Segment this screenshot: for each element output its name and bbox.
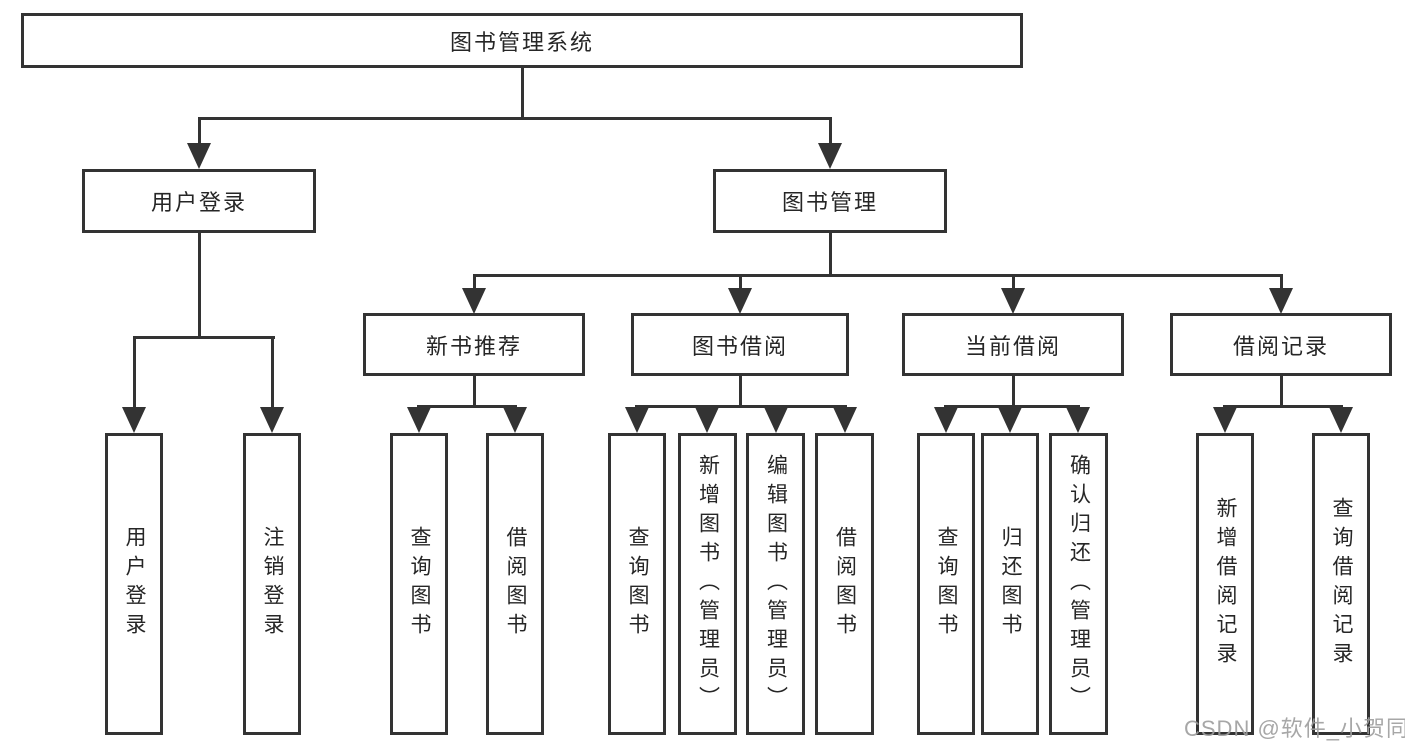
arrow-down-icon xyxy=(503,407,527,433)
connector-current-borrow-bar xyxy=(944,405,1080,408)
node-new-book-recommend: 新书推荐 xyxy=(363,313,585,376)
connector-book-management-stem xyxy=(829,233,832,275)
leaf-search-books: 查询图书 xyxy=(608,433,666,735)
node-user-login: 用户登录 xyxy=(82,169,316,233)
connector-book-borrow-bar xyxy=(635,405,847,408)
arrow-down-icon xyxy=(1213,407,1237,433)
leaf-search-borrow-record: 查询借阅记录 xyxy=(1312,433,1370,735)
arrow-down-icon xyxy=(934,407,958,433)
connector-root-bar xyxy=(198,117,832,120)
connector-user-login-bar xyxy=(133,336,275,339)
arrow-down-icon xyxy=(998,407,1022,433)
connector-root-stem xyxy=(521,68,524,120)
connector-current-borrow-stem xyxy=(1012,376,1015,408)
arrow-down-icon xyxy=(818,143,842,169)
connector-drop-current-borrow xyxy=(1012,277,1015,291)
arrow-down-icon xyxy=(1066,407,1090,433)
arrow-down-icon xyxy=(833,407,857,433)
leaf-search-books: 查询图书 xyxy=(917,433,975,735)
connector-book-borrow-stem xyxy=(739,376,742,408)
leaf-add-books-admin: 新增图书（管理员） xyxy=(678,433,737,735)
connector-new-books-stem xyxy=(473,376,476,408)
node-library-management-system: 图书管理系统 xyxy=(21,13,1023,68)
connector-drop-borrow-records xyxy=(1280,277,1283,291)
connector-drop-leaf xyxy=(133,339,136,409)
leaf-borrow-books: 借阅图书 xyxy=(815,433,874,735)
connector-new-books-bar xyxy=(417,405,517,408)
node-book-management: 图书管理 xyxy=(713,169,947,233)
arrow-down-icon xyxy=(1269,288,1293,314)
leaf-edit-books-admin: 编辑图书（管理员） xyxy=(746,433,805,735)
connector-drop-user-login xyxy=(198,120,201,148)
connector-borrow-records-stem xyxy=(1280,376,1283,408)
arrow-down-icon xyxy=(407,407,431,433)
node-book-borrow: 图书借阅 xyxy=(631,313,849,376)
connector-user-login-stem xyxy=(198,233,201,336)
node-borrow-records: 借阅记录 xyxy=(1170,313,1392,376)
arrow-down-icon xyxy=(187,143,211,169)
arrow-down-icon xyxy=(695,407,719,433)
arrow-down-icon xyxy=(1329,407,1353,433)
leaf-return-books: 归还图书 xyxy=(981,433,1039,735)
connector-drop-book-borrow xyxy=(739,277,742,291)
watermark: CSDN @软件_小贺同学 xyxy=(1184,716,1405,741)
node-current-borrow: 当前借阅 xyxy=(902,313,1124,376)
leaf-user-login: 用户登录 xyxy=(105,433,163,735)
arrow-down-icon xyxy=(625,407,649,433)
arrow-down-icon xyxy=(764,407,788,433)
arrow-down-icon xyxy=(1001,288,1025,314)
leaf-confirm-return-admin: 确认归还（管理员） xyxy=(1049,433,1108,735)
leaf-search-books: 查询图书 xyxy=(390,433,448,735)
connector-drop-new-books xyxy=(473,277,476,291)
connector-book-management-bar xyxy=(473,274,1283,277)
arrow-down-icon xyxy=(728,288,752,314)
arrow-down-icon xyxy=(462,288,486,314)
arrow-down-icon xyxy=(122,407,146,433)
connector-borrow-records-bar xyxy=(1223,405,1343,408)
leaf-borrow-books: 借阅图书 xyxy=(486,433,544,735)
leaf-logout: 注销登录 xyxy=(243,433,301,735)
arrow-down-icon xyxy=(260,407,284,433)
connector-drop-leaf xyxy=(271,339,274,409)
leaf-add-borrow-record: 新增借阅记录 xyxy=(1196,433,1254,735)
connector-drop-book-management xyxy=(829,120,832,148)
